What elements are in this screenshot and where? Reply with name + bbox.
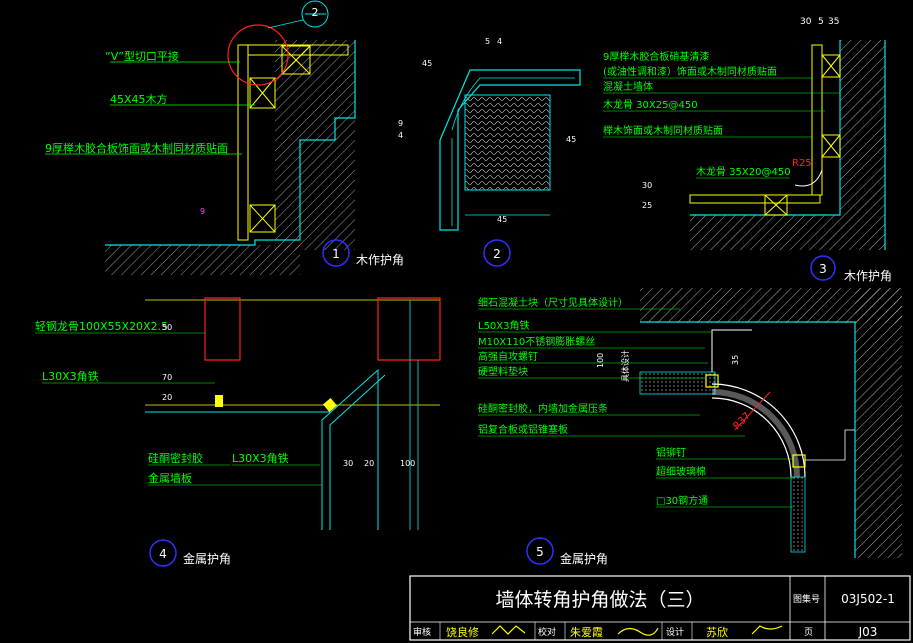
d4-dim-1: 70 xyxy=(162,373,172,382)
d2-dim-4: 45 xyxy=(497,215,507,224)
d5-note-8: 超细玻璃棉 xyxy=(656,465,706,478)
d4-caption: 金属护角 xyxy=(183,551,231,566)
designer: 苏欣 xyxy=(706,625,728,639)
design-label: 设计 xyxy=(666,626,684,638)
reviewer-signature xyxy=(491,625,526,635)
d1-dim: 9 xyxy=(200,207,205,216)
d4-no: 4 xyxy=(159,547,167,561)
page-label: 页 xyxy=(804,627,813,638)
d1-note-2: 9厚榉木胶合板饰面或木制同材质贴面 xyxy=(45,141,228,155)
d5-note-4: 硬塑料垫块 xyxy=(478,365,528,378)
d3-dim-2: 35 xyxy=(828,17,839,27)
checker-signature xyxy=(617,627,659,636)
d3-note-0: 9厚榉木胶合板硝基清漆 xyxy=(603,50,709,63)
d3-note-4: 榉木饰面或木制同材质贴面 xyxy=(603,124,723,137)
d4-dim-0: 50 xyxy=(162,323,172,332)
d5-note-9: □30钢方通 xyxy=(656,494,708,507)
d1-callout-no: 2 xyxy=(312,6,319,19)
d3-dim-1: 5 xyxy=(818,17,824,27)
d3-dim-3: 30 xyxy=(642,181,652,190)
d5-dim-3: 具体设计 xyxy=(620,350,630,382)
d4-dim-4: 20 xyxy=(364,459,374,468)
d3-note-5: 木龙骨 35X20@450 xyxy=(696,165,791,178)
d5-note-3: 高强自攻螺钉 xyxy=(478,350,538,363)
detail-5: R37 35 100 具体设计 细石混凝土块（尺寸见具体设计） L50X3角铁 … xyxy=(478,288,902,566)
check-label: 校对 xyxy=(538,626,556,638)
detail-3: 30 5 35 30 25 R25 9厚榉木胶合板硝基清漆 (或油性调和漆）饰面… xyxy=(603,17,892,283)
d4-dim-2: 20 xyxy=(162,393,172,402)
d2-dim-0: 5 xyxy=(485,37,490,46)
detail-2: 5 4 45 45 45 9 4 2 xyxy=(398,37,581,267)
d5-note-5: 硅酮密封胶，内墙加金属压条 xyxy=(478,402,608,415)
d5-note-0: 细石混凝土块（尺寸见具体设计） xyxy=(478,296,628,309)
d4-note-4: L30X3角铁 xyxy=(232,452,289,465)
d5-note-2: M10X110不锈钢膨胀螺丝 xyxy=(478,335,595,348)
d5-caption: 金属护角 xyxy=(560,551,608,566)
d5-dim-1: 35 xyxy=(731,355,740,365)
detail-4: 轻钢龙骨100X55X20X2.5 L30X3角铁 硅酮密封胶 金属墙板 L30… xyxy=(35,297,441,567)
d5-note-6: 铝复合板或铝锥塞板 xyxy=(478,423,568,436)
d3-caption: 木作护角 xyxy=(844,269,892,283)
designer-signature xyxy=(751,625,783,635)
d3-dim-5: R25 xyxy=(792,158,812,169)
d4-note-2: 硅酮密封胶 xyxy=(148,451,203,465)
page-no: J03 xyxy=(858,625,878,639)
d3-dim-0: 30 xyxy=(800,17,812,27)
d1-note-1: 45X45木方 xyxy=(110,92,168,106)
d5-dim-2: 100 xyxy=(596,353,605,368)
detail-1: 2 “V”型切口平接 45X45木方 9厚榉木胶合板饰面或木制同材质贴面 9 1… xyxy=(45,0,404,275)
d5-note-7: 铝铆钉 xyxy=(656,446,686,459)
d4-note-0: 轻钢龙骨100X55X20X2.5 xyxy=(35,319,168,333)
d4-dim-3: 30 xyxy=(343,459,353,468)
d2-dim-1: 4 xyxy=(497,37,502,46)
d3-note-3: 木龙骨 30X25@450 xyxy=(603,98,698,111)
review-label: 审核 xyxy=(413,626,431,638)
d1-note-0: “V”型切口平接 xyxy=(105,49,179,63)
title-block: 墙体转角护角做法（三） 图集号 03J502-1 页 J03 审核 饶良修 校对… xyxy=(409,575,911,641)
d2-dim-3: 45 xyxy=(566,135,576,144)
d2-dim-2: 45 xyxy=(422,59,432,68)
d3-note-2: 混凝土墙体 xyxy=(603,80,653,93)
atlas-no: 03J502-1 xyxy=(841,592,895,606)
d5-note-1: L50X3角铁 xyxy=(478,319,530,332)
d3-note-1: (或油性调和漆）饰面或木制同材质贴面 xyxy=(603,65,777,78)
d3-dim-4: 25 xyxy=(642,201,652,210)
d4-note-3: 金属墙板 xyxy=(148,471,192,485)
checker: 朱爱霞 xyxy=(570,626,603,639)
reviewer: 饶良修 xyxy=(446,625,479,639)
d5-no: 5 xyxy=(536,545,544,559)
d1-no: 1 xyxy=(332,247,340,261)
sheet-title: 墙体转角护角做法（三） xyxy=(495,589,704,611)
d4-dim-5: 100 xyxy=(400,459,415,468)
d3-no: 3 xyxy=(819,262,827,276)
d2-dim-6: 4 xyxy=(398,131,403,140)
d2-dim-5: 9 xyxy=(398,119,403,128)
d2-no: 2 xyxy=(493,247,501,261)
atlas-label: 图集号 xyxy=(793,593,820,605)
d4-note-1: L30X3角铁 xyxy=(42,370,99,383)
d1-caption: 木作护角 xyxy=(356,253,404,267)
